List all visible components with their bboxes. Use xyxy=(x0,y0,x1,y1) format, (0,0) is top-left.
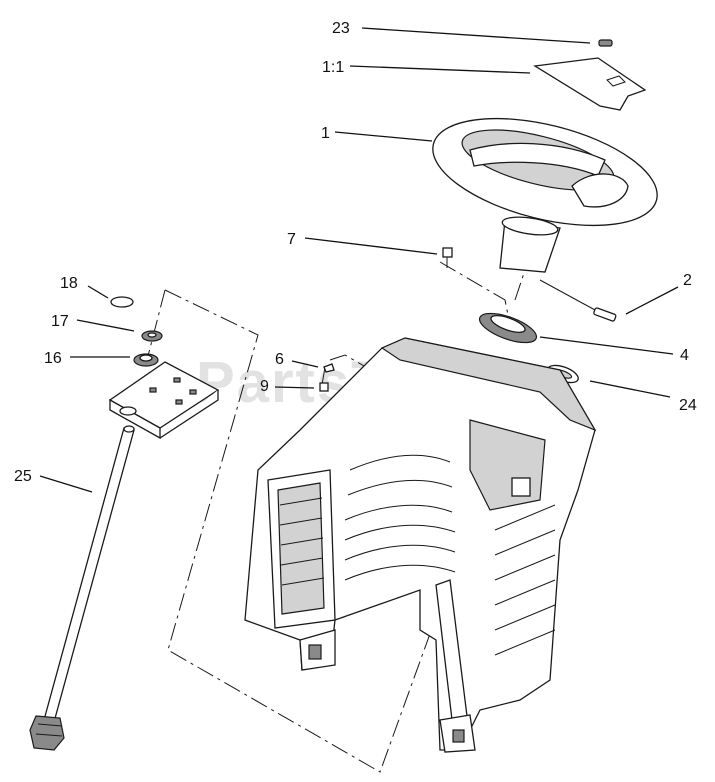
callout-labels: 23 1:1 1 7 2 18 17 16 6 9 4 24 25 xyxy=(14,20,697,485)
part-25-steering-shaft xyxy=(29,425,135,751)
part-2-pin xyxy=(539,279,617,322)
part-1-steering-wheel xyxy=(432,117,658,273)
callout-7: 7 xyxy=(287,231,296,248)
callout-23: 23 xyxy=(332,20,350,37)
callout-16: 16 xyxy=(44,350,62,367)
dash-console-housing xyxy=(244,337,597,753)
callout-25: 25 xyxy=(14,468,32,485)
left-vent-slats xyxy=(279,497,325,586)
callout-4: 4 xyxy=(680,347,689,364)
part-16-bushing xyxy=(133,353,159,367)
callout-1-1: 1:1 xyxy=(322,59,344,76)
callout-1: 1 xyxy=(321,125,330,142)
callout-17: 17 xyxy=(51,313,69,330)
callout-9: 9 xyxy=(260,378,269,395)
part-23-cap xyxy=(598,39,613,47)
callout-2: 2 xyxy=(683,272,692,289)
part-7-bolt xyxy=(442,247,453,268)
steering-support-plate xyxy=(108,361,220,440)
part-4-bushing xyxy=(478,312,538,344)
part-17-washer xyxy=(141,330,163,342)
part-1-1-insert xyxy=(533,57,647,111)
part-18-washer xyxy=(110,296,134,308)
right-louvers xyxy=(494,504,556,656)
callout-18: 18 xyxy=(60,275,78,292)
callout-6: 6 xyxy=(275,351,284,368)
leader-lines xyxy=(39,27,679,493)
callout-24: 24 xyxy=(679,397,697,414)
part-9-nut xyxy=(319,382,329,392)
center-louvers xyxy=(344,454,456,581)
part-6-clip xyxy=(323,363,335,373)
